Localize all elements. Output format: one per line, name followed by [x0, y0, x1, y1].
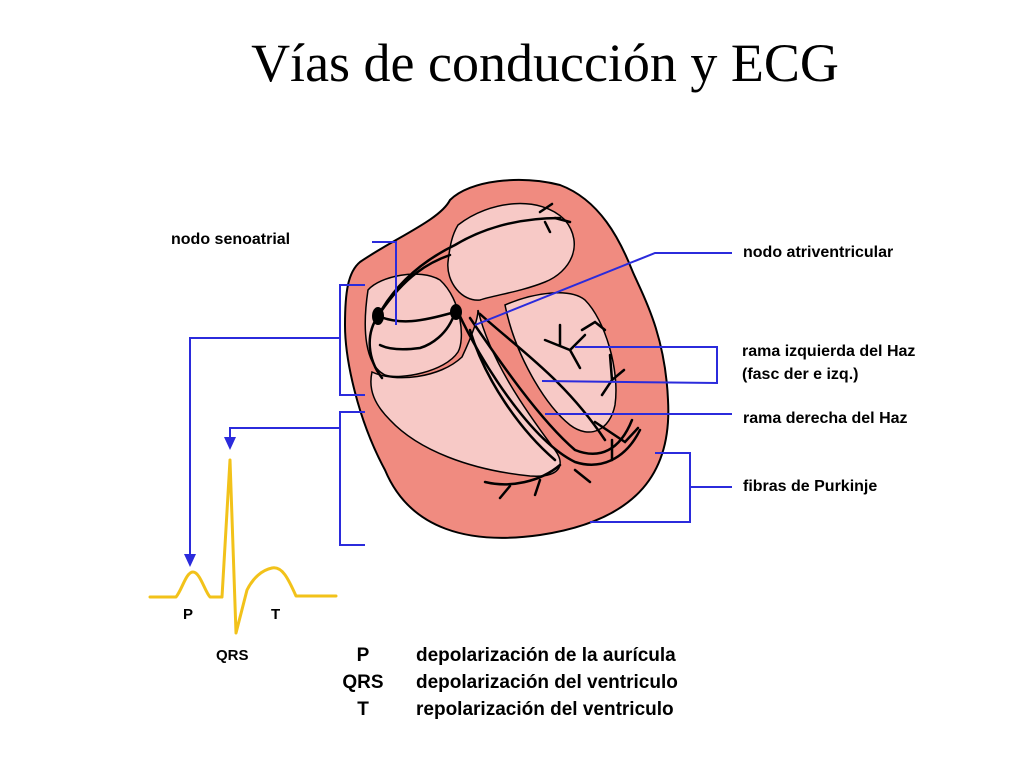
legend-wave: QRS — [342, 672, 384, 693]
label-purkinje: fibras de Purkinje — [743, 478, 878, 495]
label-left-bundle-line2: (fasc der e izq.) — [742, 366, 859, 383]
legend-wave: T — [357, 699, 369, 720]
label-right-bundle: rama derecha del Haz — [743, 410, 908, 427]
page-title: Vías de conducción y ECG — [251, 33, 839, 93]
label-left-bundle-line1: rama izquierda del Haz — [742, 343, 916, 360]
legend-meaning: depolarización de la aurícula — [416, 645, 676, 666]
left-atrium-chamber — [447, 202, 575, 301]
ecg-trace — [148, 458, 338, 635]
right-atrium-chamber — [364, 273, 463, 378]
av-node-dot — [450, 304, 462, 320]
conduction-pathways — [368, 202, 642, 500]
arrow-to-qrs-wave — [224, 437, 236, 450]
arrow-to-p-wave — [184, 554, 196, 567]
heart-wall — [343, 179, 670, 539]
pointer-lines — [189, 241, 732, 557]
sa-node-dot — [372, 307, 384, 325]
ecg-label-p: P — [183, 606, 194, 623]
label-av-node: nodo atriventricular — [743, 244, 894, 261]
ecg-label-qrs: QRS — [216, 647, 249, 664]
legend-meaning: repolarización del ventriculo — [416, 699, 674, 720]
label-sa-node: nodo senoatrial — [171, 231, 291, 248]
ecg-label-t: T — [271, 606, 281, 623]
legend-wave: P — [356, 645, 370, 666]
legend-meaning: depolarización del ventriculo — [416, 672, 678, 693]
